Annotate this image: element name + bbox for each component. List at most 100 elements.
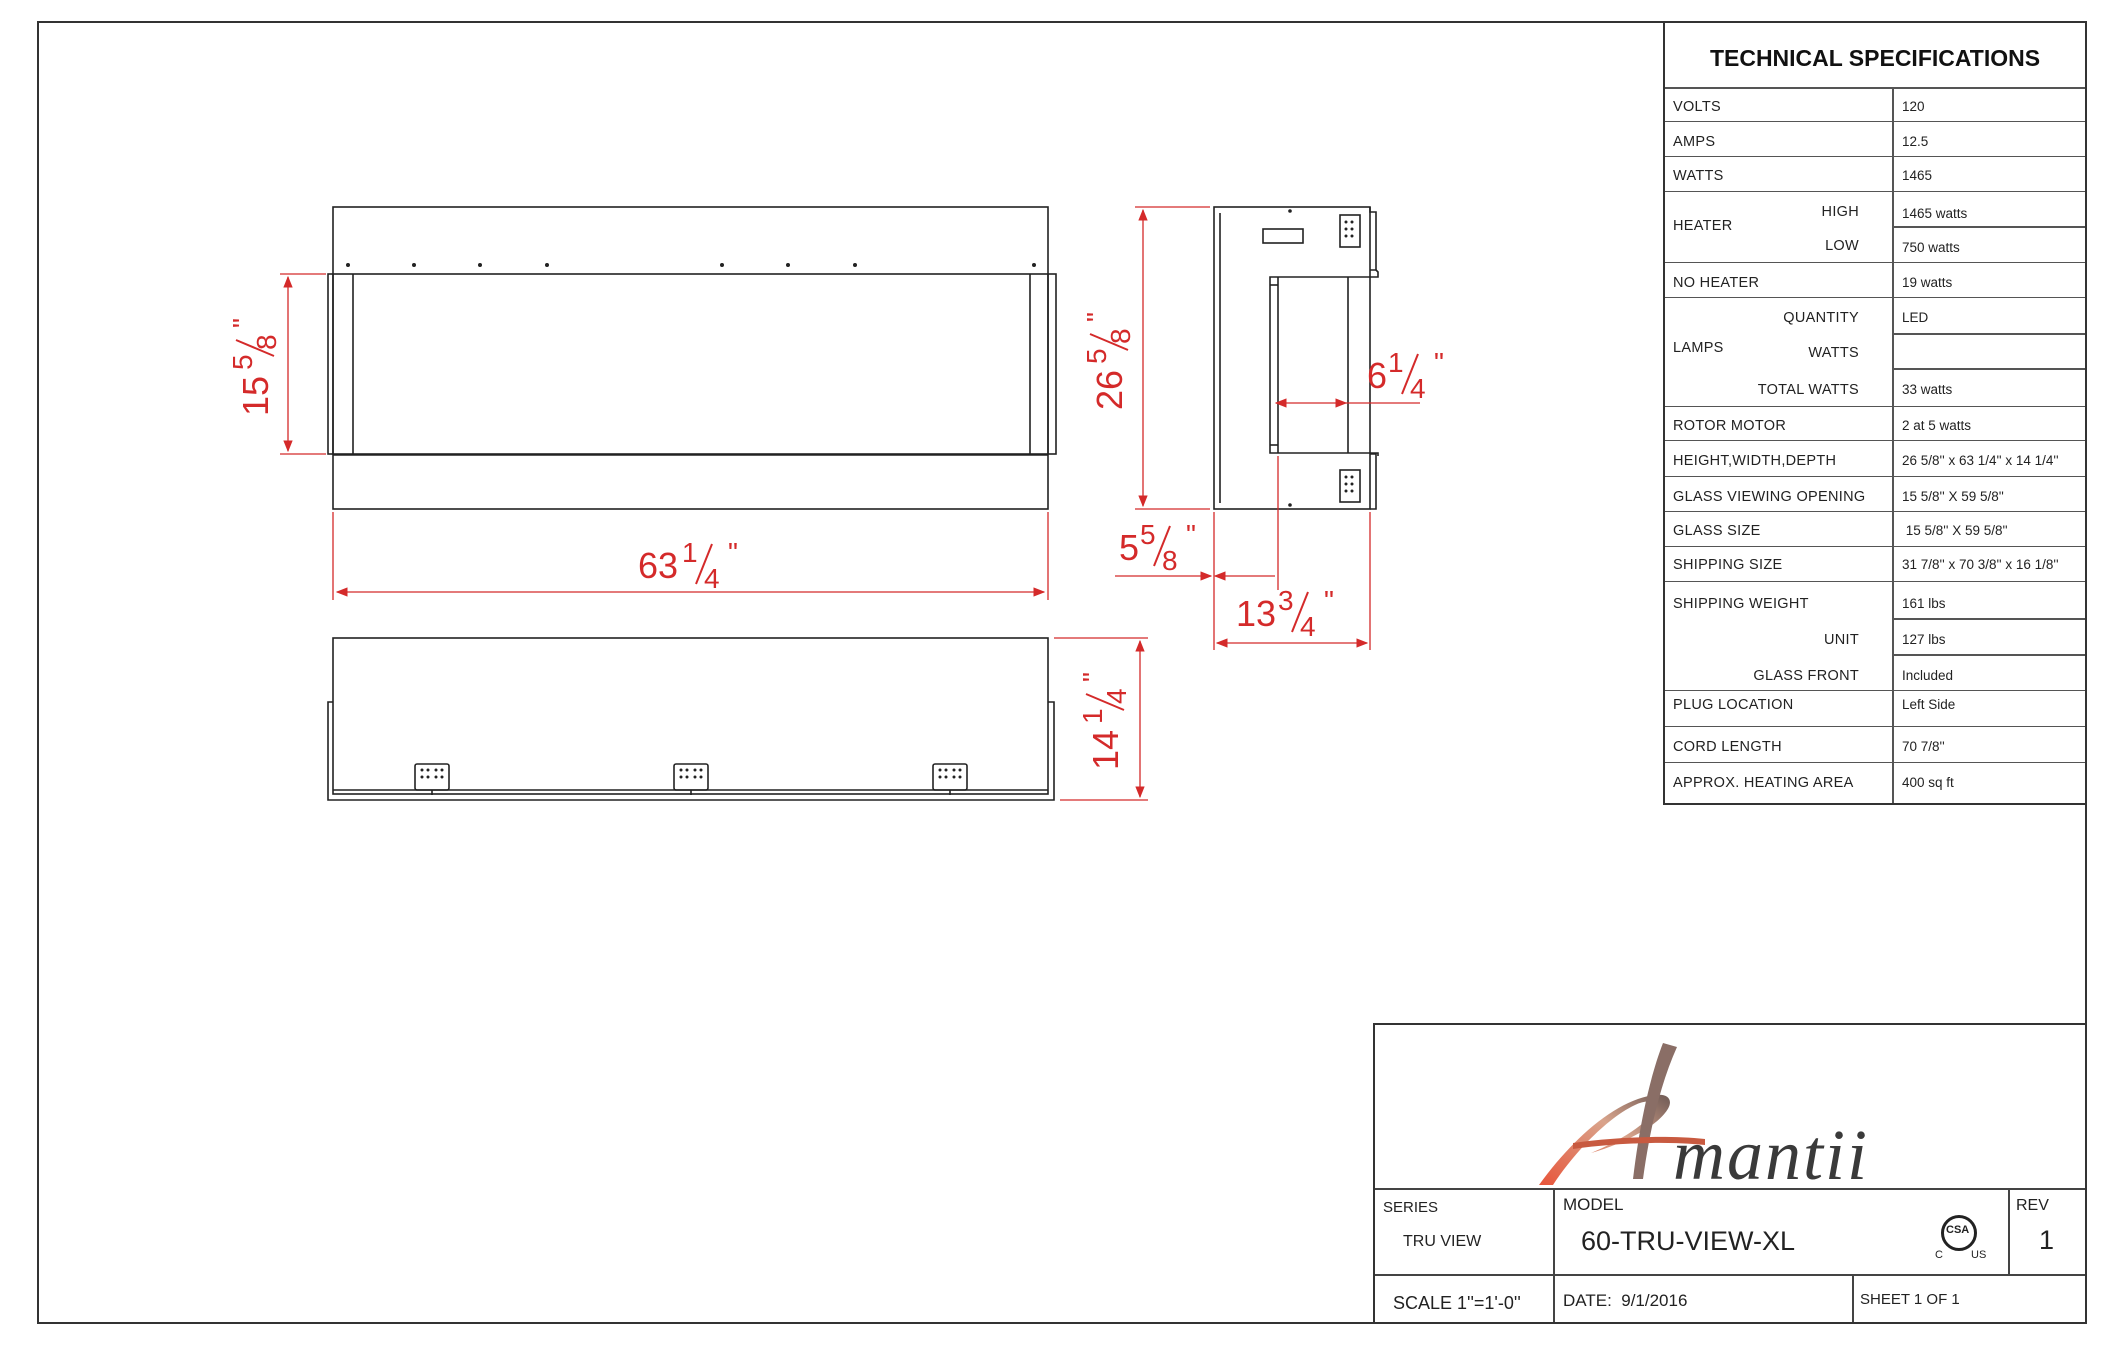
side-height-den: 8 (1105, 328, 1136, 344)
side-height-whole: 26 (1089, 370, 1130, 410)
side-view (1213, 206, 1379, 510)
title-block: mantii SERIES TRU VIEW MODEL 60-TRU-VIEW… (1373, 1023, 2087, 1324)
side-inner-whole: 6 (1367, 355, 1387, 396)
spec-title: TECHNICAL SPECIFICATIONS (1665, 23, 2085, 89)
spec-label: HEIGHT,WIDTH,DEPTH (1673, 453, 1837, 469)
title-block-divider (1852, 1274, 1854, 1322)
spec-value: 127 lbs (1902, 632, 1946, 647)
spec-sublabel: HIGH (1821, 204, 1859, 220)
spec-value: Left Side (1902, 697, 1956, 712)
front-view (327, 206, 1057, 510)
top-depth-num: 1 (1077, 708, 1108, 724)
spec-row-amps: AMPS 12.5 (1665, 122, 2085, 157)
side-offset-whole: 5 (1119, 527, 1139, 568)
spec-sublabel: GLASS FRONT (1753, 668, 1859, 684)
model-value: 60-TRU-VIEW-XL (1581, 1226, 1796, 1256)
rev-label: REV (2016, 1197, 2049, 1214)
spec-value: 15 5/8'' X 59 5/8'' (1902, 523, 2008, 538)
scale-text: SCALE 1''=1'-0'' (1393, 1293, 1521, 1313)
spec-sublabel: QUANTITY (1783, 310, 1859, 326)
title-block-divider (2008, 1188, 2010, 1274)
spec-row-watts: WATTS 1465 (1665, 157, 2085, 192)
spec-label: SHIPPING SIZE (1673, 557, 1783, 573)
spec-row-plug-location: PLUG LOCATION Left Side (1665, 691, 2085, 727)
csa-mark-text: CSA (1946, 1224, 1970, 1236)
spec-sublabel: UNIT (1823, 632, 1859, 648)
spec-label: ROTOR MOTOR (1673, 418, 1787, 434)
spec-label: NO HEATER (1673, 275, 1760, 291)
side-height-unit: " (1081, 312, 1112, 322)
side-depth-unit: " (1324, 585, 1334, 616)
side-inner-den: 4 (1410, 373, 1426, 404)
vent-icon (414, 763, 450, 795)
top-view (327, 637, 1055, 801)
side-offset-unit: " (1186, 519, 1196, 550)
side-depth-whole: 13 (1236, 593, 1276, 634)
spec-row-shipping-weight: SHIPPING WEIGHT 161 lbs UNIT 127 lbs GLA… (1665, 582, 2085, 691)
top-depth-dimension: 14 1 4 " (1054, 637, 1148, 801)
spec-row-heating-area: APPROX. HEATING AREA 400 sq ft (1665, 763, 2085, 803)
spec-sublabel: LOW (1825, 238, 1859, 254)
side-inner-unit: " (1434, 347, 1444, 378)
side-inner-dimension: 6 1 4 " (1274, 347, 1444, 408)
vent-icon (673, 763, 709, 795)
spec-value: 33 watts (1902, 382, 1953, 397)
csa-mark-icon: CSA C US (1935, 1215, 1987, 1265)
spec-label: GLASS SIZE (1673, 523, 1761, 539)
spec-label: CORD LENGTH (1673, 739, 1782, 755)
title-block-divider (1553, 1188, 1555, 1322)
spec-label: PLUG LOCATION (1673, 697, 1794, 713)
front-height-num: 5 (227, 354, 258, 370)
spec-value: 19 watts (1902, 275, 1953, 290)
side-offset-den: 8 (1162, 545, 1178, 576)
front-width-num: 1 (682, 537, 698, 568)
front-height-unit: " (227, 318, 258, 328)
spec-sublabel: WATTS (1808, 345, 1859, 361)
spec-value: 120 (1902, 99, 1925, 114)
side-depth-den: 4 (1300, 611, 1316, 642)
spec-row-rotor-motor: ROTOR MOTOR 2 at 5 watts (1665, 407, 2085, 441)
side-height-dimension: 26 5 8 " (1081, 206, 1210, 510)
spec-row-no-heater: NO HEATER 19 watts (1665, 263, 2085, 298)
spec-label: WATTS (1673, 168, 1724, 184)
spec-row-glass-size: GLASS SIZE 15 5/8'' X 59 5/8'' (1665, 512, 2085, 547)
spec-row-lamps: LAMPS QUANTITY LED WATTS TOTAL WATTS 33 … (1665, 298, 2085, 407)
spec-value: 70 7/8'' (1902, 739, 1945, 754)
spec-value: Included (1902, 668, 1954, 683)
spec-value: LED (1902, 310, 1929, 325)
series-value: TRU VIEW (1403, 1233, 1482, 1250)
spec-label: APPROX. HEATING AREA (1673, 775, 1854, 791)
side-inner-num: 1 (1388, 347, 1404, 378)
spec-row-dimensions: HEIGHT,WIDTH,DEPTH 26 5/8'' x 63 1/4'' x… (1665, 441, 2085, 477)
spec-row-glass-viewing: GLASS VIEWING OPENING 15 5/8'' X 59 5/8'… (1665, 477, 2085, 512)
spec-row-heater: HEATER HIGH 1465 watts LOW 750 watts (1665, 192, 2085, 263)
title-block-divider (1375, 1274, 2085, 1276)
model-label: MODEL (1563, 1195, 1624, 1214)
date-text: DATE: 9/1/2016 (1563, 1291, 1688, 1310)
side-offset-num: 5 (1140, 519, 1156, 550)
csa-us: US (1971, 1249, 1987, 1261)
sheet-text: SHEET 1 OF 1 (1860, 1291, 1960, 1308)
spec-row-shipping-size: SHIPPING SIZE 31 7/8'' x 70 3/8'' x 16 1… (1665, 547, 2085, 582)
spec-row-volts: VOLTS 120 (1665, 87, 2085, 122)
front-height-den: 8 (251, 334, 282, 350)
front-width-whole: 63 (638, 545, 678, 586)
front-width-unit: " (728, 537, 738, 568)
top-depth-unit: " (1077, 672, 1108, 682)
spec-value: 1465 (1902, 168, 1933, 183)
vent-icon (932, 763, 968, 795)
side-height-num: 5 (1081, 348, 1112, 364)
csa-c: C (1935, 1249, 1943, 1261)
svg-text:mantii: mantii (1673, 1115, 1869, 1189)
rev-value: 1 (2039, 1225, 2055, 1255)
top-depth-whole: 14 (1085, 730, 1126, 770)
side-offset-dimension: 5 5 8 " (1115, 456, 1371, 650)
spec-divider (1892, 87, 1894, 803)
series-label: SERIES (1383, 1199, 1439, 1216)
spec-label: HEATER (1673, 218, 1733, 234)
spec-label: LAMPS (1673, 340, 1724, 356)
spec-label: VOLTS (1673, 99, 1721, 115)
spec-value: 26 5/8'' x 63 1/4'' x 14 1/4'' (1902, 453, 2059, 468)
technical-specifications-table: TECHNICAL SPECIFICATIONS VOLTS 120 AMPS … (1663, 21, 2087, 805)
